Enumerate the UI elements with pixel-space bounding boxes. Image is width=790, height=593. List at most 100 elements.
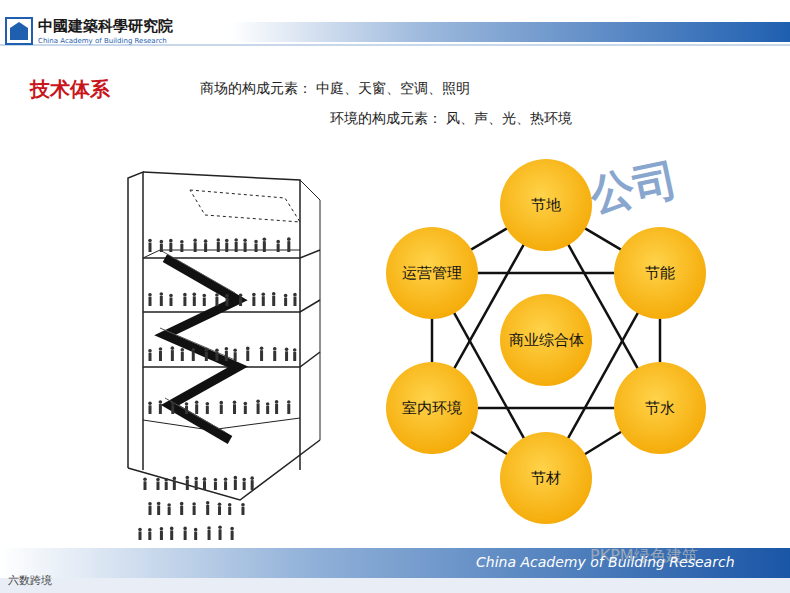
person-head bbox=[250, 476, 254, 480]
person-body bbox=[180, 506, 183, 515]
person-head bbox=[164, 478, 168, 482]
person-body bbox=[205, 352, 208, 361]
person-body bbox=[284, 298, 287, 306]
person-head bbox=[186, 476, 190, 480]
person-head bbox=[275, 400, 279, 404]
person-body bbox=[206, 505, 209, 515]
person-head bbox=[284, 294, 288, 298]
person-head bbox=[160, 527, 164, 531]
person-body bbox=[239, 297, 242, 306]
person-head bbox=[215, 348, 219, 352]
person-head bbox=[207, 526, 211, 530]
atrium-illustration bbox=[128, 172, 320, 500]
circle-fill bbox=[386, 227, 478, 319]
person-body bbox=[169, 297, 172, 306]
person-head bbox=[204, 239, 208, 243]
person-body bbox=[235, 242, 238, 252]
connector-line bbox=[585, 228, 622, 250]
person-body bbox=[272, 296, 275, 306]
person-body bbox=[234, 352, 237, 361]
person-body bbox=[168, 507, 171, 515]
person-head bbox=[216, 238, 220, 242]
person-head bbox=[241, 503, 245, 507]
circle-node: 室内环境 bbox=[385, 361, 479, 455]
person-head bbox=[276, 240, 280, 244]
person-head bbox=[215, 293, 219, 297]
person-body bbox=[285, 351, 288, 361]
person-head bbox=[148, 402, 152, 406]
person-head bbox=[194, 528, 198, 532]
person-body bbox=[193, 506, 196, 515]
person-body bbox=[159, 404, 162, 414]
person-body bbox=[156, 481, 159, 490]
person-head bbox=[225, 239, 229, 243]
person-head bbox=[148, 502, 152, 506]
person-head bbox=[160, 240, 164, 244]
person-body bbox=[185, 406, 188, 414]
person-body bbox=[263, 241, 266, 252]
circle-node: 节水 bbox=[613, 361, 707, 455]
person-head bbox=[233, 348, 237, 352]
watermark: 六数跨境 bbox=[8, 573, 52, 588]
person-body bbox=[234, 480, 237, 490]
person-body bbox=[217, 242, 220, 252]
person-body bbox=[241, 507, 244, 515]
person-body bbox=[257, 403, 260, 414]
person-head bbox=[206, 402, 210, 406]
person-head bbox=[159, 400, 163, 404]
person-body bbox=[194, 532, 197, 540]
person-body bbox=[148, 532, 151, 540]
footer-base bbox=[0, 578, 790, 593]
person-head bbox=[243, 239, 247, 243]
person-body bbox=[203, 298, 206, 306]
person-body bbox=[149, 297, 152, 306]
person-head bbox=[254, 240, 258, 244]
person-head bbox=[242, 478, 246, 482]
person-body bbox=[195, 404, 198, 414]
node-label: 节水 bbox=[645, 399, 675, 417]
person-head bbox=[206, 501, 210, 505]
person-head bbox=[195, 400, 199, 404]
person-body bbox=[157, 506, 160, 515]
logo-text: 中國建築科學研究院 bbox=[38, 17, 173, 36]
person-head bbox=[202, 294, 206, 298]
person-head bbox=[143, 478, 147, 482]
person-head bbox=[148, 293, 152, 297]
person-body bbox=[251, 480, 254, 490]
circle-node: 运营管理 bbox=[385, 226, 479, 320]
person-head bbox=[173, 477, 177, 481]
section-title: 技术体系 bbox=[30, 76, 110, 103]
circle-node: 节地 bbox=[499, 158, 593, 252]
person-head bbox=[148, 528, 152, 532]
person-head bbox=[183, 293, 187, 297]
person-head bbox=[285, 348, 289, 352]
person-head bbox=[263, 237, 267, 241]
person-body bbox=[169, 243, 172, 252]
person-head bbox=[273, 347, 277, 351]
logo-subtitle: China Academy of Building Research bbox=[38, 37, 167, 45]
connector-line bbox=[659, 318, 662, 363]
person-head bbox=[218, 502, 222, 506]
person-body bbox=[171, 405, 174, 414]
person-head bbox=[191, 348, 195, 352]
person-head bbox=[266, 402, 270, 406]
person-head bbox=[171, 346, 175, 350]
person-body bbox=[186, 479, 189, 490]
note-text: 环境的构成元素： 风、声、光、热环境 bbox=[330, 110, 572, 128]
person-body bbox=[226, 298, 229, 306]
person-head bbox=[287, 400, 291, 404]
person-head bbox=[183, 527, 187, 531]
person-body bbox=[287, 404, 290, 414]
person-head bbox=[256, 400, 260, 404]
person-body bbox=[165, 482, 168, 490]
person-body bbox=[273, 351, 276, 361]
person-body bbox=[160, 296, 163, 306]
person-head bbox=[180, 502, 184, 506]
footer-text: China Academy of Building Research bbox=[476, 554, 735, 570]
person-body bbox=[260, 350, 263, 361]
person-body bbox=[243, 482, 246, 490]
person-head bbox=[156, 478, 160, 482]
person-head bbox=[260, 346, 264, 350]
person-head bbox=[192, 293, 196, 297]
person-head bbox=[169, 294, 173, 298]
